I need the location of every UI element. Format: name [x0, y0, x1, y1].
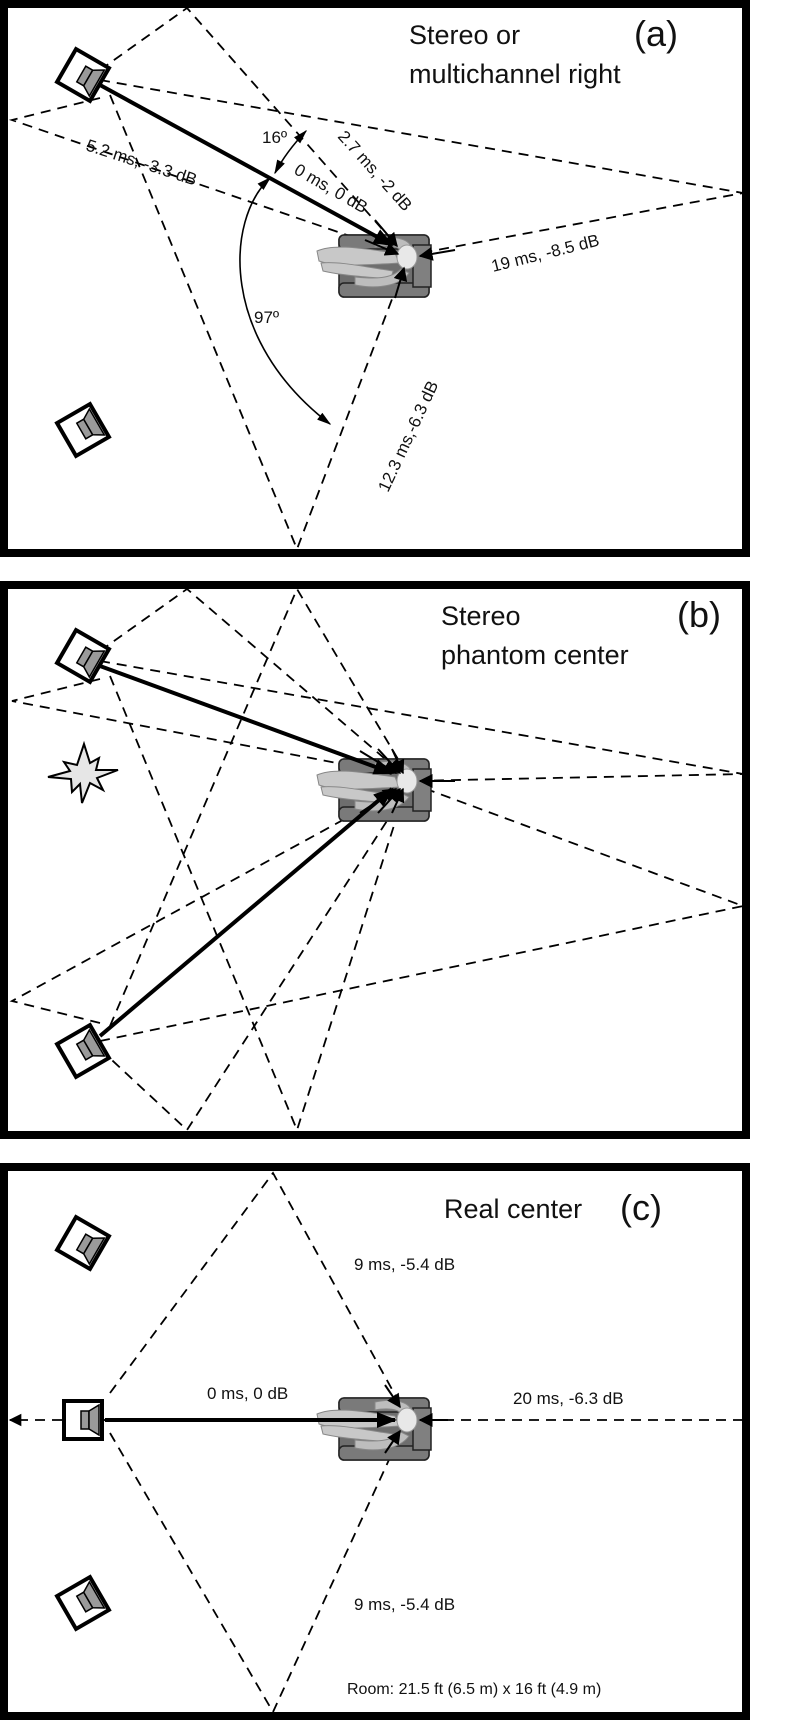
lower-reflection-path [109, 1424, 406, 1714]
lower-reflection-label: 9 ms, -5.4 dB [354, 1595, 455, 1614]
panel-c-title: Real center [444, 1194, 582, 1224]
room-outline-a [0, 0, 750, 557]
upper-reflection-label: 9 ms, -5.4 dB [354, 1255, 455, 1274]
panel-b-title-line2: phantom center [441, 640, 629, 670]
rear-wall-reflection-label-c: 20 ms, -6.3 dB [513, 1389, 624, 1408]
angle-label-small: 16º [262, 128, 287, 147]
panel-a-title-line2: multichannel right [409, 59, 621, 89]
panel-b-tag: (b) [677, 594, 721, 635]
speaker-left-b [55, 628, 111, 684]
panel-b: Stereo phantom center (b) [0, 581, 750, 1139]
speaker-left-c [55, 1215, 111, 1271]
panel-b-title-line1: Stereo [441, 601, 521, 631]
speaker-rear-left-a [55, 402, 111, 458]
arrow-opposite-side [393, 266, 408, 299]
panel-a-title-line1: Stereo or [409, 20, 520, 50]
direct-label-a: 0 ms, 0 dB [291, 160, 371, 217]
front-wall-reflection-path [99, 6, 406, 256]
opposite-side-reflection-label: 12.3 ms,-6.3 dB [374, 378, 442, 495]
direct-path-a [80, 69, 394, 247]
reflection-paths-b [9, 587, 747, 1133]
listener-c [316, 1397, 432, 1461]
panel-a-tag: (a) [634, 13, 678, 54]
direct-path-right-b [98, 787, 394, 1038]
panel-c-tag: (c) [620, 1187, 662, 1228]
side-wall-reflection-path [8, 97, 406, 256]
room-outline-c [0, 1163, 750, 1720]
side-reflection-label: 5.2 ms, -3.3 dB [84, 136, 200, 190]
angle-arc-16 [274, 129, 307, 175]
room-outline-b [0, 581, 750, 1139]
arrow-rear-wall [418, 246, 456, 261]
room-dimensions-note: Room: 21.5 ft (6.5 m) x 16 ft (4.9 m) [347, 1681, 601, 1698]
angle-label-large: 97º [254, 308, 279, 327]
direct-label-c: 0 ms, 0 dB [207, 1384, 288, 1403]
phantom-center-icon [47, 740, 119, 804]
panel-c: Real center (c) 0 ms, 0 dB 9 ms, -5.4 dB… [0, 1163, 750, 1720]
upper-reflection-path [109, 1171, 406, 1414]
panel-a: Stereo or multichannel right (a) 16º 97º… [0, 0, 750, 557]
rear-wall-reflection-path [99, 79, 744, 256]
direct-path-left-b [99, 664, 394, 775]
reflection-paths-c [8, 1171, 743, 1714]
speaker-front-left-a [55, 47, 111, 103]
angle-arc-97 [239, 177, 332, 425]
speaker-right-c [55, 1575, 111, 1631]
speaker-center-c [62, 1399, 104, 1441]
